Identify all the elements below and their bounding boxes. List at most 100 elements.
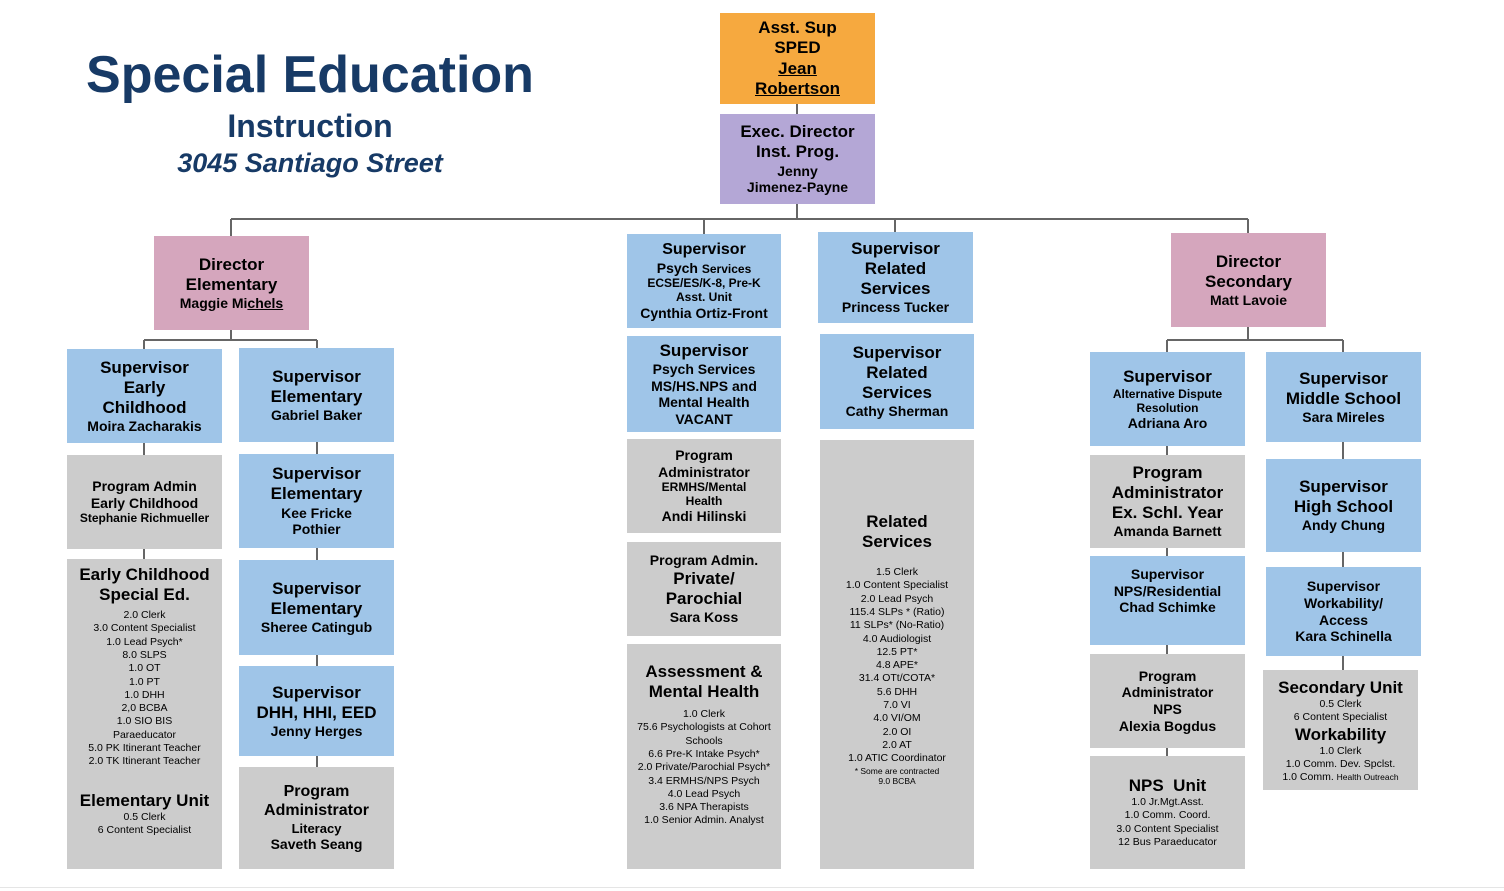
box-title: Supervisor <box>662 240 746 258</box>
box-title: Workability/ <box>1303 594 1384 611</box>
pa-ermhs-box: Program Administrator ERMHS/Mental Healt… <box>627 439 781 533</box>
exec-director-box: Exec. Director Inst. Prog. Jenny Jimenez… <box>720 114 875 204</box>
footnote-text: 9.0 BCBA <box>878 775 916 786</box>
director-elementary-box: Director Elementary Maggie Michels <box>154 236 309 330</box>
director-secondary-box: Director Secondary Matt Lavoie <box>1171 233 1326 327</box>
sup-high-school-box: Supervisor High School Andy Chung <box>1266 459 1421 552</box>
staff-item: 1.0 SIO BIS <box>116 715 173 728</box>
staff-list: 0.5 Clerk 6 Content Specialist <box>1294 698 1387 725</box>
box-title: Program Admin <box>92 478 197 495</box>
pa-literacy-box: Program Administrator Literacy Saveth Se… <box>239 767 394 869</box>
box-title: High School <box>1293 497 1394 517</box>
staff-item: 0.5 Clerk <box>1319 698 1362 711</box>
staff-item: 1.0 Senior Admin. Analyst <box>644 814 764 827</box>
footnote: * Some are contracted 9.0 BCBA <box>855 766 940 786</box>
box-subtitle: ERMHS/Mental <box>661 480 747 495</box>
person-name: Robertson <box>755 78 840 98</box>
box-title: Administrator <box>1121 684 1214 701</box>
staff-item: 2.0 AT <box>882 738 912 751</box>
sup-related-services-sherman-box: Supervisor Related Services Cathy Sherma… <box>820 334 974 429</box>
box-subtitle: Psych Services <box>656 259 752 276</box>
sup-elementary-fricke-box: Supervisor Elementary Kee Fricke Pothier <box>239 454 394 548</box>
page-address: 3045 Santiago Street <box>177 148 443 178</box>
person-name: Saveth Seang <box>270 836 363 853</box>
footer-divider <box>0 887 1504 888</box>
person-name: Sara Koss <box>669 609 739 626</box>
person-name: VACANT <box>675 410 733 427</box>
person-name: Maggie Michels <box>179 294 284 311</box>
box-title: Services <box>860 279 931 299</box>
box-title: Program <box>1138 667 1197 684</box>
page-title: Special Education <box>86 46 534 104</box>
person-name: Alexia Bogdus <box>1118 717 1217 734</box>
pa-private-parochial-box: Program Admin. Private/ Parochial Sara K… <box>627 542 781 636</box>
box-title: Supervisor <box>852 343 942 363</box>
box-title: Services <box>862 383 932 403</box>
sup-psych-ms-hs-box: Supervisor Psych Services MS/HS.NPS and … <box>627 336 781 432</box>
unit-heading: Secondary Unit <box>1278 678 1403 697</box>
staff-item: 3.0 Content Specialist <box>93 622 196 635</box>
sup-workability-box: Supervisor Workability/ Access Kara Schi… <box>1266 567 1421 656</box>
sup-psych-services-box: Supervisor Psych Services ECSE/ES/K-8, P… <box>627 234 781 328</box>
staff-item: 11 SLPs* (No-Ratio) <box>849 619 945 632</box>
box-title: Program <box>1132 463 1203 483</box>
related-services-unit-box: Related Services 1.5 Clerk 1.0 Content S… <box>820 440 974 869</box>
staff-item: 3.4 ERMHS/NPS Psych <box>648 774 760 787</box>
box-title: Inst. Prog. <box>755 142 840 162</box>
box-title: Program Admin. <box>649 552 759 569</box>
staff-item: 1.0 Comm. Health Outreach <box>1282 771 1399 784</box>
box-title: Related <box>864 259 927 279</box>
person-name: Jimenez-Payne <box>746 179 849 196</box>
footnote-text: * Some are contracted <box>854 765 940 776</box>
box-title: Exec. Director <box>740 122 855 142</box>
box-title: Administrator <box>264 802 369 820</box>
box-title: Supervisor <box>1299 477 1388 497</box>
box-title: Access <box>1318 611 1369 628</box>
staff-item: 8.0 SLPS <box>122 648 167 661</box>
staff-item: 5.0 PK Itinerant Teacher <box>88 742 201 755</box>
person-name: Gabriel Baker <box>270 406 363 423</box>
person-name: Pothier <box>292 521 341 538</box>
person-name: Cathy Sherman <box>845 403 949 420</box>
box-title: Supervisor <box>1130 566 1205 582</box>
sup-middle-school-box: Supervisor Middle School Sara Mireles <box>1266 352 1421 442</box>
person-name: Chad Schimke <box>1119 599 1216 616</box>
box-subtitle: Resolution <box>1136 400 1199 415</box>
staff-item: 2.0 Lead Psych <box>860 592 934 605</box>
box-title: NPS <box>1153 701 1182 717</box>
box-title: Supervisor <box>659 340 749 360</box>
sup-dhh-box: Supervisor DHH, HHI, EED Jenny Herges <box>239 666 394 756</box>
staff-list: 0.5 Clerk 6 Content Specialist <box>98 811 191 838</box>
staff-item: 2.0 OI <box>882 725 912 738</box>
page-subtitle: Instruction <box>227 108 393 144</box>
staff-item: 2.0 TK Itinerant Teacher <box>88 755 201 768</box>
box-title: Related <box>866 363 928 383</box>
person-name: Princess Tucker <box>841 299 950 316</box>
staff-item: 7.0 VI <box>883 699 911 712</box>
box-title: Supervisor <box>851 239 940 259</box>
staff-item: 12.5 PT* <box>876 645 918 658</box>
box-title: NPS/Residential <box>1113 582 1222 599</box>
box-subtitle: Psych Services <box>652 360 756 377</box>
box-title: Supervisor <box>272 366 361 386</box>
box-title: Director <box>1215 251 1282 271</box>
person-name: Andy Chung <box>1301 517 1386 534</box>
box-title: Childhood <box>102 397 187 417</box>
unit-heading: Services <box>862 532 932 552</box>
nps-unit-box: NPS Unit 1.0 Jr.Mgt.Asst. 1.0 Comm. Coor… <box>1090 756 1245 869</box>
person-name: Matt Lavoie <box>1209 291 1287 308</box>
box-title: Supervisor <box>272 579 361 599</box>
unit-heading: Related <box>866 512 928 531</box>
box-title: Program <box>675 447 733 464</box>
staff-item: 1.0 Lead Psych* <box>106 635 183 648</box>
box-subtitle: Health <box>685 494 723 509</box>
box-title: Supervisor <box>1123 366 1212 386</box>
chart-title-block: Special Education Instruction 3045 Santi… <box>40 44 580 180</box>
staff-item: 5.6 DHH <box>876 685 918 698</box>
staff-item: 1.0 Comm. Coord. <box>1124 809 1211 822</box>
staff-list: 1.0 Clerk 1.0 Comm. Dev. Spclst. 1.0 Com… <box>1282 745 1398 785</box>
person-name: Jenny <box>777 162 818 179</box>
staff-list: 1.0 Jr.Mgt.Asst. 1.0 Comm. Coord. 3.0 Co… <box>1116 796 1218 849</box>
staff-item: 1.0 Jr.Mgt.Asst. <box>1131 796 1204 809</box>
